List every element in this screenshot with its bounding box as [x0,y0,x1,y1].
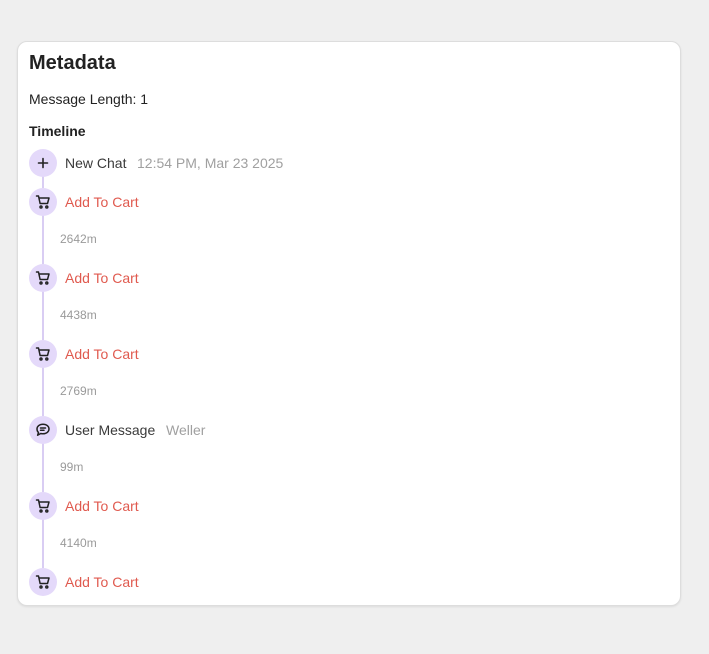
cart-icon [29,188,57,216]
cart-icon [29,264,57,292]
metadata-card: Metadata Message Length: 1 Timeline New … [17,41,681,606]
timeline-connector [42,176,44,188]
timeline-event-label: Add To Cart [65,498,139,514]
timeline-connector [42,443,44,492]
timeline-event-label: New Chat [65,155,127,171]
timeline-event-label: User Message [65,422,156,438]
cart-icon [29,340,57,368]
metadata-title: Metadata [29,52,116,74]
timeline-event-label: Add To Cart [65,270,139,286]
timeline-gap-duration: 4438m [60,308,97,322]
timeline-connector [42,215,44,264]
chat-bubble-icon [29,416,57,444]
cart-icon [29,568,57,596]
message-length: Message Length: 1 [29,91,149,107]
timeline-gap-duration: 2769m [60,384,97,398]
timeline-gap-duration: 2642m [60,232,97,246]
timeline-connector [42,291,44,340]
timeline-event-label: Add To Cart [65,194,139,210]
timeline-connector [42,367,44,416]
timeline-gap-duration: 99m [60,460,84,474]
timeline-event-label: Add To Cart [65,574,139,590]
cart-icon [29,492,57,520]
timeline-event-timestamp: 12:54 PM, Mar 23 2025 [137,155,284,171]
plus-icon [29,149,57,177]
timeline-connector [42,519,44,568]
timeline-event-detail: Weller [166,422,206,438]
timeline-heading: Timeline [29,123,86,139]
timeline-gap-duration: 4140m [60,536,97,550]
timeline-event-label: Add To Cart [65,346,139,362]
